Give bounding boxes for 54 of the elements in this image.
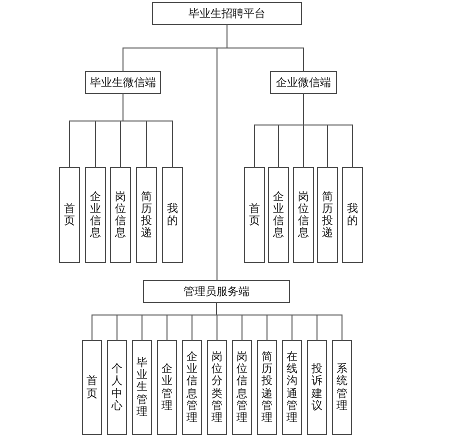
connector-line [216,24,228,280]
node-label: 系统管理 [336,363,348,412]
category-box [143,280,290,303]
node-label: 岗位信息 [298,190,309,240]
category-box [270,71,337,94]
connector-line [216,302,342,340]
node-label: 企业微信端 [276,75,331,90]
module-box [293,167,314,263]
node-label: 毕业生管理 [136,357,148,418]
node-label: 简历投递管理 [262,351,272,424]
module-box [232,340,252,435]
node-label: 简历投递 [141,190,152,240]
category-box [152,2,302,25]
node-label: 首页 [249,202,260,228]
module-box [307,340,327,435]
module-box [157,340,177,435]
category-box [85,71,161,94]
module-box [59,167,80,263]
node-label: 岗位分类管理 [212,351,222,424]
module-box [282,340,302,435]
node-label: 企业信息 [273,190,284,240]
node-label: 首页 [86,375,98,400]
module-box [132,340,152,435]
node-label: 企业管理 [162,363,172,412]
module-box [332,340,352,435]
node-label: 毕业生招聘平台 [188,6,266,21]
node-label: 管理员服务端 [184,284,250,299]
node-label: 岗位信息 [115,190,126,240]
module-box [244,167,265,263]
node-label: 企业信息 [90,190,101,240]
connector-line [303,94,353,168]
module-box [317,167,338,263]
node-label: 我的 [167,202,178,228]
node-label: 我的 [347,202,358,228]
module-box [257,340,277,435]
module-box [268,167,289,263]
module-box [207,340,227,435]
node-label: 首页 [64,202,75,228]
module-box [82,340,102,435]
module-box [110,167,131,263]
node-label: 企业信息管理 [186,351,198,424]
node-label: 投诉建议 [312,363,322,412]
module-box [85,167,106,263]
module-box [162,167,183,263]
node-label: 简历投递 [322,190,333,240]
module-box [342,167,363,263]
node-label: 毕业生微信端 [90,75,156,90]
connector-line [122,94,173,168]
module-box [136,167,157,263]
module-box [182,340,202,435]
node-label: 个人中心 [112,363,122,412]
module-box [107,340,127,435]
node-label: 在线沟通管理 [286,351,298,424]
node-label: 岗位信息管理 [236,351,248,424]
